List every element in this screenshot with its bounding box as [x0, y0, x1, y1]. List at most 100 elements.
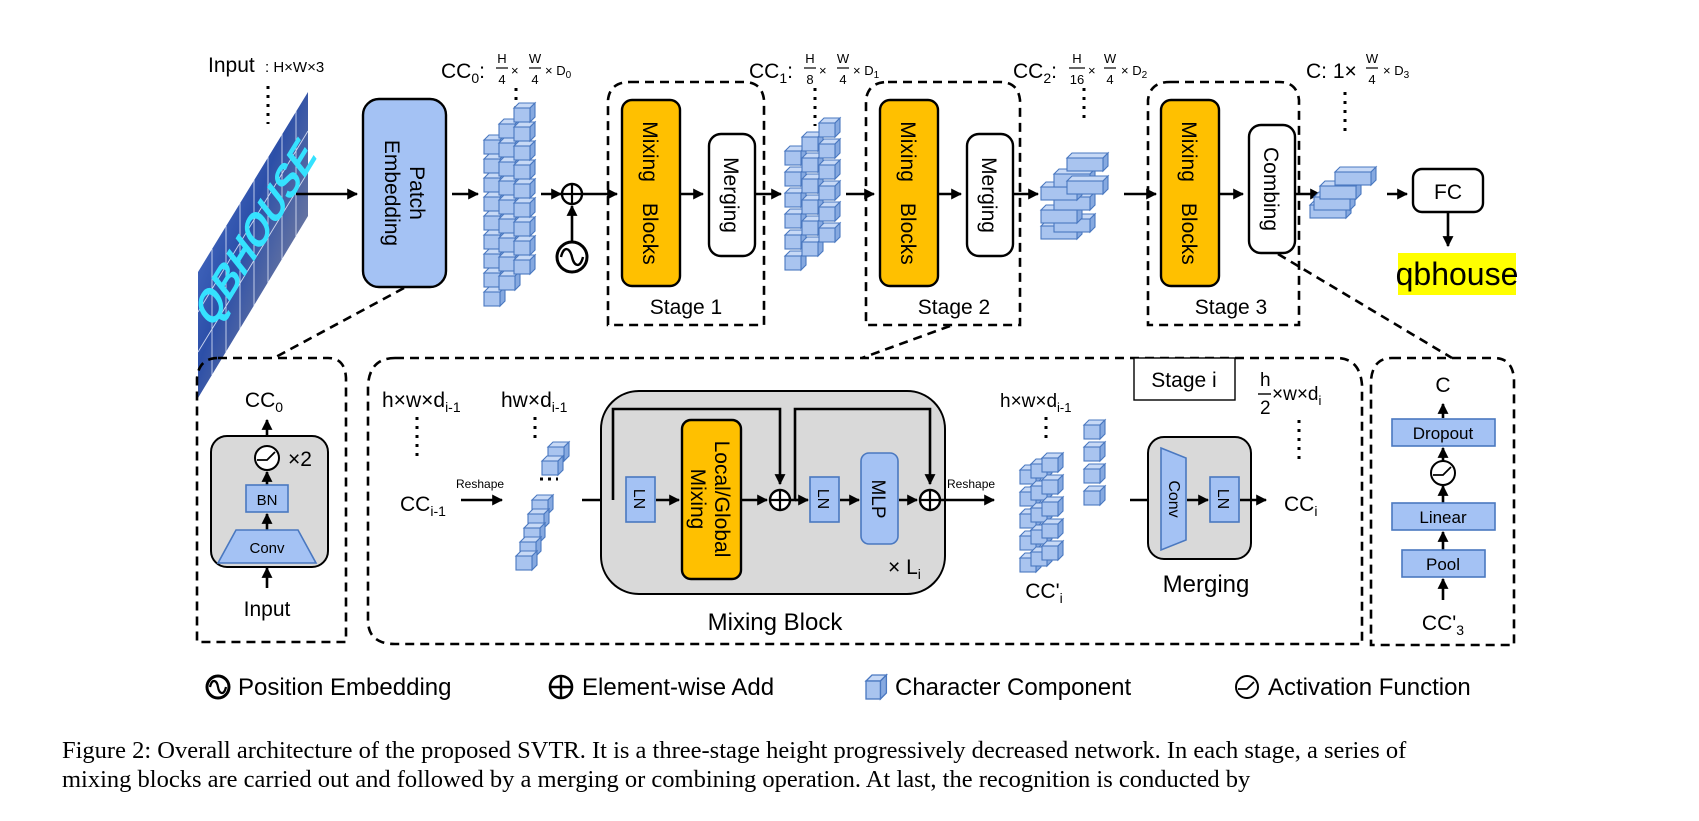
input-section: Input : H×W×3 QBHOUSE: [188, 54, 324, 398]
character-component-icon: [1041, 474, 1064, 495]
svg-text:4: 4: [531, 72, 538, 87]
cc2-shape-label: CC2: H 16 × W 4 × D2: [1013, 51, 1148, 87]
svg-text:Merging: Merging: [719, 157, 742, 233]
cc2-character-components: [1040, 152, 1109, 240]
connector-patch-detail: [273, 286, 405, 360]
svg-text:h: h: [1260, 370, 1271, 391]
svg-text:×: ×: [1088, 63, 1096, 78]
input-shape: : H×W×3: [265, 59, 324, 76]
svg-text:W: W: [1104, 51, 1117, 66]
patch-embedding-label-1: Patch: [405, 166, 428, 220]
svg-text:Conv: Conv: [1165, 480, 1182, 517]
character-component-icon: [1083, 441, 1106, 462]
svg-text:MLP: MLP: [867, 479, 888, 518]
svg-text:Element-wise Add: Element-wise Add: [582, 674, 774, 701]
svg-text:Merging: Merging: [977, 157, 1000, 233]
stage-2-mixing-blocks[interactable]: Mixing Blocks: [878, 98, 940, 288]
patch-embedding-detail: CC0 ×2 BN Conv Input: [195, 356, 348, 644]
stage-2: Mixing Blocks Merging Stage 2: [864, 80, 1022, 327]
svg-text:Pool: Pool: [1426, 555, 1460, 574]
character-component-icon: [513, 197, 536, 218]
stage-i-tag: Stage i: [1133, 357, 1236, 401]
character-component-icon: [1041, 452, 1064, 473]
merging-block[interactable]: Conv LN: [1147, 436, 1252, 560]
stage-3-combing[interactable]: Combing: [1247, 123, 1297, 255]
svg-text:W: W: [837, 51, 850, 66]
activation-function-icon: [254, 445, 280, 471]
svg-text:CC0:: CC0:: [441, 60, 485, 86]
svg-text:4: 4: [839, 72, 846, 87]
activation-function-icon: [1430, 460, 1456, 486]
character-component-icon: [818, 117, 841, 138]
stage-1-mixing-blocks[interactable]: Mixing Blocks: [620, 98, 682, 288]
svg-text:CC'i: CC'i: [1025, 580, 1062, 606]
element-wise-add-icon: [560, 182, 584, 206]
stage-3: Mixing Blocks Combing Stage 3: [1146, 80, 1301, 327]
fc-block[interactable]: FC: [1411, 167, 1485, 214]
stage-2-merging[interactable]: Merging: [965, 132, 1015, 258]
stage-1-label: Stage 1: [650, 296, 722, 319]
character-component-icon: [1083, 419, 1106, 440]
output-prediction: qbhouse: [1396, 253, 1519, 295]
element-wise-add-icon: [548, 674, 574, 700]
stage-output-shape: h 2 ×w×di: [1258, 370, 1321, 419]
svg-text:h×w×di-1: h×w×di-1: [382, 389, 461, 415]
stage-3-mixing-blocks[interactable]: Mixing Blocks: [1159, 98, 1221, 288]
legend: Position Embedding Element-wise Add Char…: [205, 673, 1471, 701]
svg-text:qbhouse: qbhouse: [1396, 256, 1519, 292]
svg-text:CCi-1: CCi-1: [400, 493, 446, 519]
combing-detail: C Dropout Linear Pool CC'3: [1369, 356, 1516, 647]
character-component-icon: [818, 138, 841, 159]
stage-detail: Stage i h×w×di-1 CCi-1 Reshape hw×di-1 L…: [366, 356, 1364, 646]
svg-text:CC'3: CC'3: [1422, 612, 1464, 638]
patch-embedding-label-2: Embedding: [380, 140, 403, 246]
local-global-mixing: Local/Global Mixing: [680, 418, 743, 581]
activation-function-icon: [1235, 675, 1259, 699]
svg-text:×w×di: ×w×di: [1272, 384, 1321, 408]
svg-text:×: ×: [819, 63, 827, 78]
element-wise-add-icon: [768, 488, 792, 512]
character-component-icon: [513, 235, 536, 256]
character-component-icon: [1083, 463, 1106, 484]
character-component-icon: [818, 159, 841, 180]
svg-text:CC1:: CC1:: [749, 60, 793, 86]
stage-3-label: Stage 3: [1195, 296, 1267, 319]
svg-text:Local/Global: Local/Global: [710, 441, 733, 558]
character-component-icon: [513, 140, 536, 161]
stage-1: Mixing Blocks Merging Stage 1: [606, 80, 766, 327]
svg-text:Character Component: Character Component: [895, 674, 1131, 701]
svg-text:Position Embedding: Position Embedding: [238, 674, 451, 701]
svg-text:Dropout: Dropout: [1413, 424, 1474, 443]
svg-text:hw×di-1: hw×di-1: [501, 389, 568, 415]
legend-item-position-embedding: Position Embedding: [205, 674, 451, 701]
patch-embedding-block[interactable]: Patch Embedding: [361, 97, 448, 289]
svg-text:×2: ×2: [288, 448, 312, 471]
character-component-icon: [513, 102, 536, 123]
svg-text:CC2:: CC2:: [1013, 60, 1057, 86]
mixing-block-label: Mixing Block: [708, 609, 844, 636]
character-component-icon: [541, 455, 564, 476]
svg-text:16: 16: [1070, 72, 1084, 87]
character-component-icon: [1066, 175, 1109, 195]
cc1-character-components: [784, 117, 841, 271]
stage-2-label: Stage 2: [918, 296, 990, 319]
character-component-icon: [513, 159, 536, 180]
input-image: QBHOUSE: [188, 92, 323, 398]
svg-text:C: 1×: C: 1×: [1306, 60, 1357, 83]
legend-item-activation-function: Activation Function: [1235, 674, 1471, 701]
character-component-icon: [818, 180, 841, 201]
legend-item-character-component: Character Component: [864, 673, 1131, 701]
svg-text:H: H: [1072, 51, 1081, 66]
svg-text:4: 4: [1368, 72, 1375, 87]
svg-text:2: 2: [1260, 398, 1271, 419]
svg-text:× D0: × D0: [545, 63, 572, 81]
mixing-block[interactable]: LN Local/Global Mixing LN: [600, 390, 946, 595]
character-component-icon: [818, 201, 841, 222]
caption-line-2: mixing blocks are carried out and follow…: [62, 766, 1251, 793]
connector-combing-detail: [1277, 252, 1453, 360]
svg-text:4: 4: [498, 72, 505, 87]
svg-text:× D2: × D2: [1121, 63, 1148, 81]
stage-1-merging[interactable]: Merging: [707, 132, 757, 258]
svg-text:W: W: [1366, 51, 1379, 66]
character-component-icon: [1066, 152, 1109, 172]
